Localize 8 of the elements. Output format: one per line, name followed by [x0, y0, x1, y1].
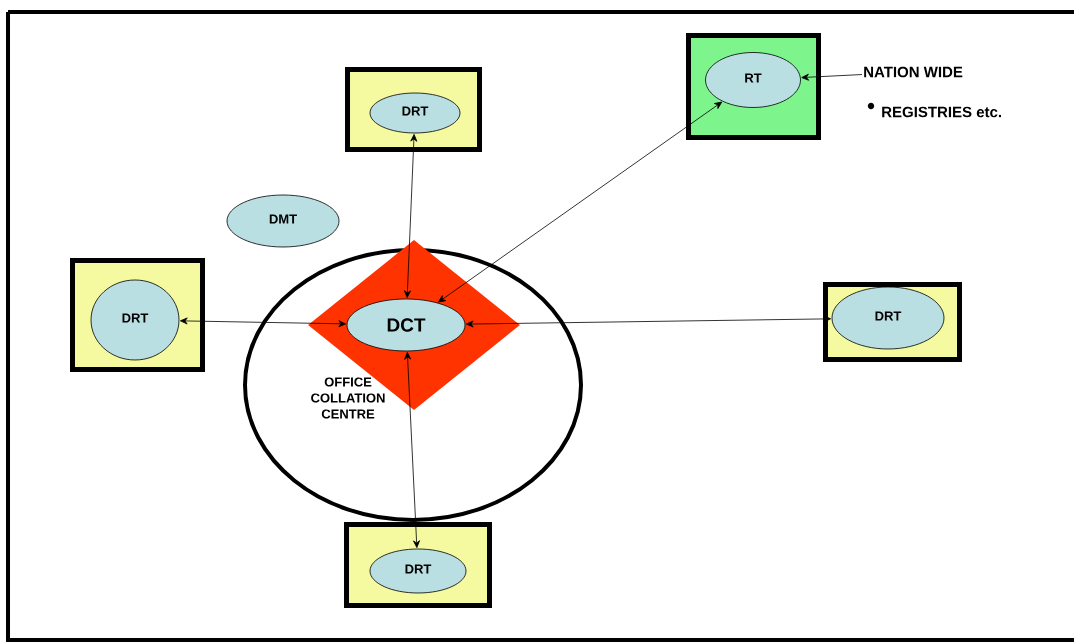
arrow: [465, 315, 832, 328]
arrow: [404, 351, 420, 548]
source-text: NATION WIDE: [864, 66, 963, 78]
arrow: [404, 134, 418, 298]
arrow: [180, 317, 347, 328]
arrow: [438, 101, 723, 303]
bullet-item: REGISTRIES etc.: [867, 102, 1001, 118]
arrow: [801, 73, 863, 81]
